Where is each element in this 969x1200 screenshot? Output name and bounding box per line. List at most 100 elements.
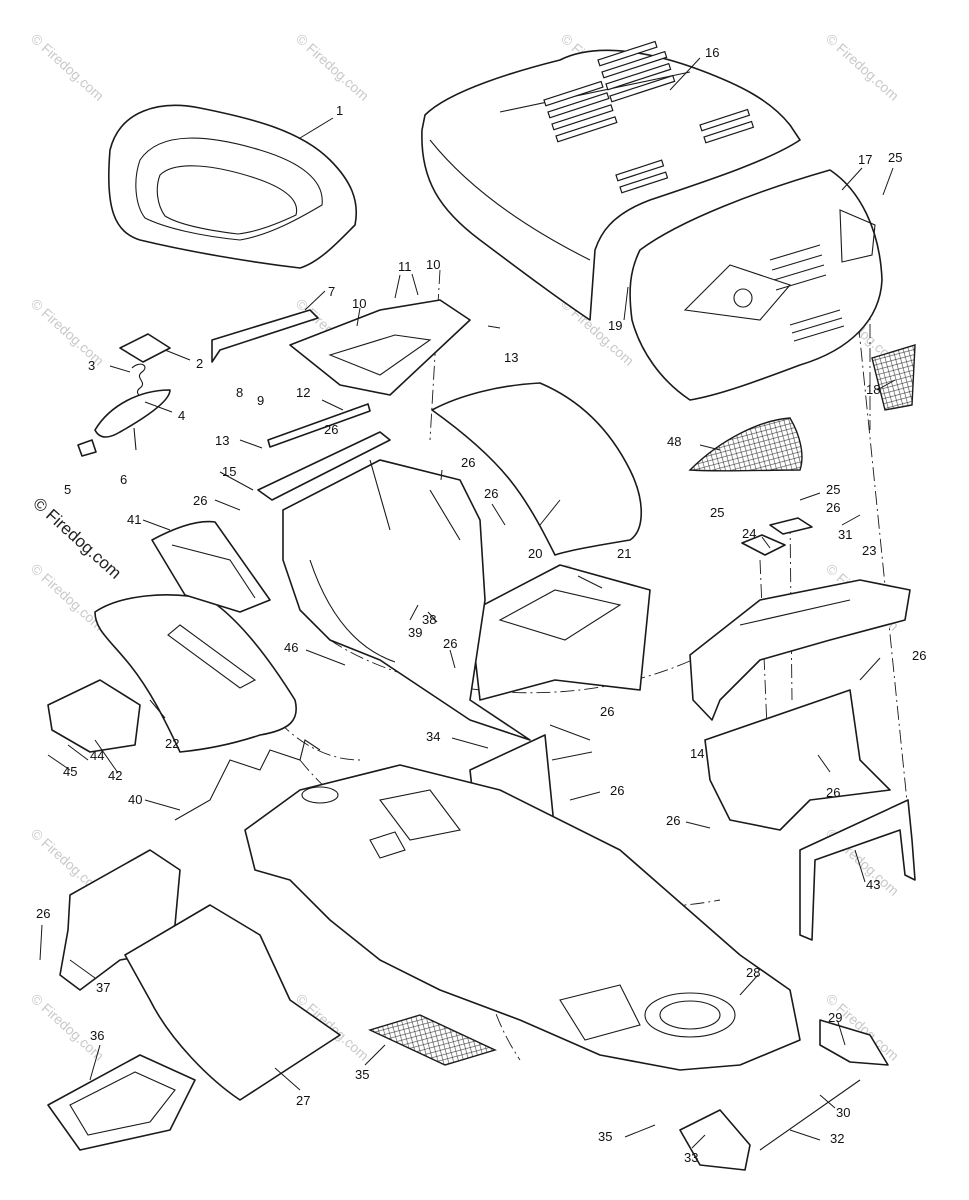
shift-plate-42 (151, 520, 271, 613)
hood-vents (543, 40, 755, 194)
watermark-text: © Firedog.com (28, 30, 107, 103)
dash-panel-23 (689, 579, 911, 721)
callout-label: 4 (178, 408, 185, 423)
bracket-30 (819, 1019, 889, 1066)
bracket-34 (679, 1109, 751, 1171)
callout-label: 26 (610, 783, 624, 798)
watermark-text: © Firedog.com (293, 30, 372, 103)
callout-label: 46 (284, 640, 298, 655)
callout-label: 18 (866, 382, 880, 397)
bracket-15 (257, 431, 391, 501)
rod-12 (267, 403, 371, 448)
callout-label: 2 (196, 356, 203, 371)
callout-label: 25 (710, 505, 724, 520)
bolt-6 (133, 427, 137, 451)
callout-label: 27 (296, 1093, 310, 1108)
callout-label: 39 (408, 625, 422, 640)
frame-panel-part (282, 459, 531, 741)
callout-label: 19 (608, 318, 622, 333)
callout-label: 35 (355, 1067, 369, 1082)
callout-label: 40 (128, 792, 142, 807)
callout-label: 12 (296, 385, 310, 400)
mat-36 (368, 1014, 497, 1066)
callout-label: 26 (826, 500, 840, 515)
callout-label: 44 (90, 748, 104, 763)
callout-label: 38 (422, 612, 436, 627)
seat-part (107, 104, 357, 269)
callout-label: 32 (830, 1131, 844, 1146)
callout-label: 34 (426, 729, 440, 744)
callout-label: 21 (617, 546, 631, 561)
callout-label: 17 (858, 152, 872, 167)
console-panel-part (469, 564, 651, 701)
running-board-29 (244, 764, 801, 1071)
callout-label: 26 (443, 636, 457, 651)
callout-label: 26 (36, 906, 50, 921)
callout-labels: 1 2 3 4 5 6 7 8 9 10 10 11 12 13 13 14 1… (36, 45, 926, 1165)
callout-label: 13 (215, 433, 229, 448)
callout-label: 5 (64, 482, 71, 497)
callout-label: 48 (667, 434, 681, 449)
callout-label: 28 (746, 965, 760, 980)
callout-label: 22 (165, 736, 179, 751)
callout-label: 15 (222, 464, 236, 479)
callout-label: 31 (838, 527, 852, 542)
callout-label: 20 (528, 546, 542, 561)
callout-label: 25 (888, 150, 902, 165)
callout-label: 14 (690, 746, 704, 761)
front-grille-part (629, 169, 883, 401)
brace-44 (799, 799, 916, 941)
leader-lines (39, 57, 896, 1149)
strap-4 (94, 389, 171, 438)
callout-label: 35 (598, 1129, 612, 1144)
callout-label: 23 (862, 543, 876, 558)
rod-31 (759, 1079, 861, 1151)
callout-label: 13 (504, 350, 518, 365)
callout-label: 26 (324, 422, 338, 437)
callout-label: 26 (600, 704, 614, 719)
callout-label: 26 (484, 486, 498, 501)
callout-label: 25 (826, 482, 840, 497)
callout-label: 7 (328, 284, 335, 299)
shroud-28 (124, 904, 341, 1101)
plate-2 (119, 333, 171, 363)
callout-label: 36 (90, 1028, 104, 1043)
callout-label: 24 (742, 526, 756, 541)
wire-41 (174, 739, 321, 821)
callout-label: 29 (828, 1010, 842, 1025)
callout-label: 1 (336, 103, 343, 118)
callout-label: 10 (426, 257, 440, 272)
support-27 (704, 689, 891, 831)
callout-label: 3 (88, 358, 95, 373)
callout-label: 16 (705, 45, 719, 60)
callout-label: 26 (193, 493, 207, 508)
callout-label: 26 (826, 785, 840, 800)
mesh-screen-58 (688, 417, 803, 472)
clip-5 (77, 439, 97, 457)
watermark-text: © Firedog.com (28, 560, 107, 633)
plate-32 (769, 517, 813, 535)
bezel-43 (47, 679, 141, 753)
fender-panel-part (431, 382, 643, 556)
callout-label: 26 (912, 648, 926, 663)
callout-label: 10 (352, 296, 366, 311)
callout-label: 8 (236, 385, 243, 400)
callout-label: 26 (666, 813, 680, 828)
callout-label: 43 (866, 877, 880, 892)
bracket-7 (211, 309, 319, 363)
callout-label: 26 (461, 455, 475, 470)
watermark-text: © Firedog.com (823, 30, 902, 103)
callout-label: 42 (108, 768, 122, 783)
callout-label: 30 (836, 1105, 850, 1120)
callout-label: 6 (120, 472, 127, 487)
callout-label: 33 (684, 1150, 698, 1165)
callout-label: 41 (127, 512, 141, 527)
bezel-24 (741, 534, 786, 556)
callout-label: 9 (257, 393, 264, 408)
callout-label: 37 (96, 980, 110, 995)
callout-label: 45 (63, 764, 77, 779)
hood-part (421, 49, 801, 321)
callout-label: 11 (398, 259, 412, 274)
tray-37 (47, 1054, 196, 1151)
